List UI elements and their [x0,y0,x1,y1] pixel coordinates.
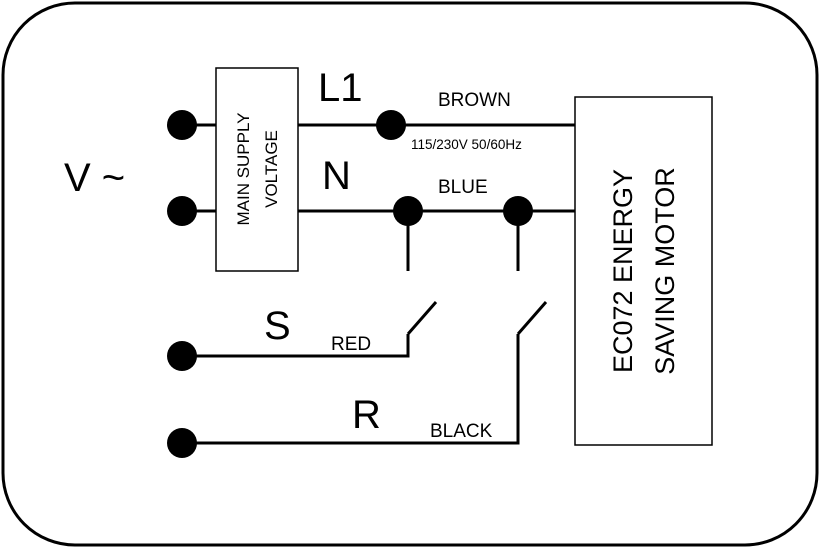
red-wire-label: RED [331,334,371,355]
blue-junction-dot-1 [393,196,423,226]
brown-wire-label: BROWN [438,90,511,111]
terminal-n-dot [167,196,197,226]
terminal-l1-label: L1 [318,66,363,110]
red-wire [182,334,410,358]
terminal-n-label: N [322,154,351,198]
supply-voltage-label: V ~ [64,156,125,200]
switch-s-contact [406,301,438,335]
black-wire [182,334,520,445]
motor-box [574,96,713,446]
motor-label: EC072 ENERGY SAVING MOTOR [608,167,680,375]
main-supply-label: MAIN SUPPLY VOLTAGE [234,112,281,225]
main-supply-line1: MAIN SUPPLY [234,112,253,225]
motor-line1: EC072 ENERGY [608,169,638,373]
terminal-l1-dot [167,110,197,140]
black-wire-label: BLACK [430,421,493,442]
motor-line2: SAVING MOTOR [650,167,680,375]
blue-junction-dot-2 [503,196,533,226]
terminal-s-dot [167,341,197,371]
main-supply-box [215,67,299,272]
terminal-r-label: R [352,393,381,437]
main-supply-line2: VOLTAGE [262,130,281,208]
brown-junction-dot [376,110,406,140]
blue-wire-label: BLUE [438,177,488,198]
terminal-r-dot [167,428,197,458]
voltage-spec-label: 115/230V 50/60Hz [411,137,522,152]
switch-r-contact [516,301,548,335]
terminal-s-label: S [264,304,291,348]
